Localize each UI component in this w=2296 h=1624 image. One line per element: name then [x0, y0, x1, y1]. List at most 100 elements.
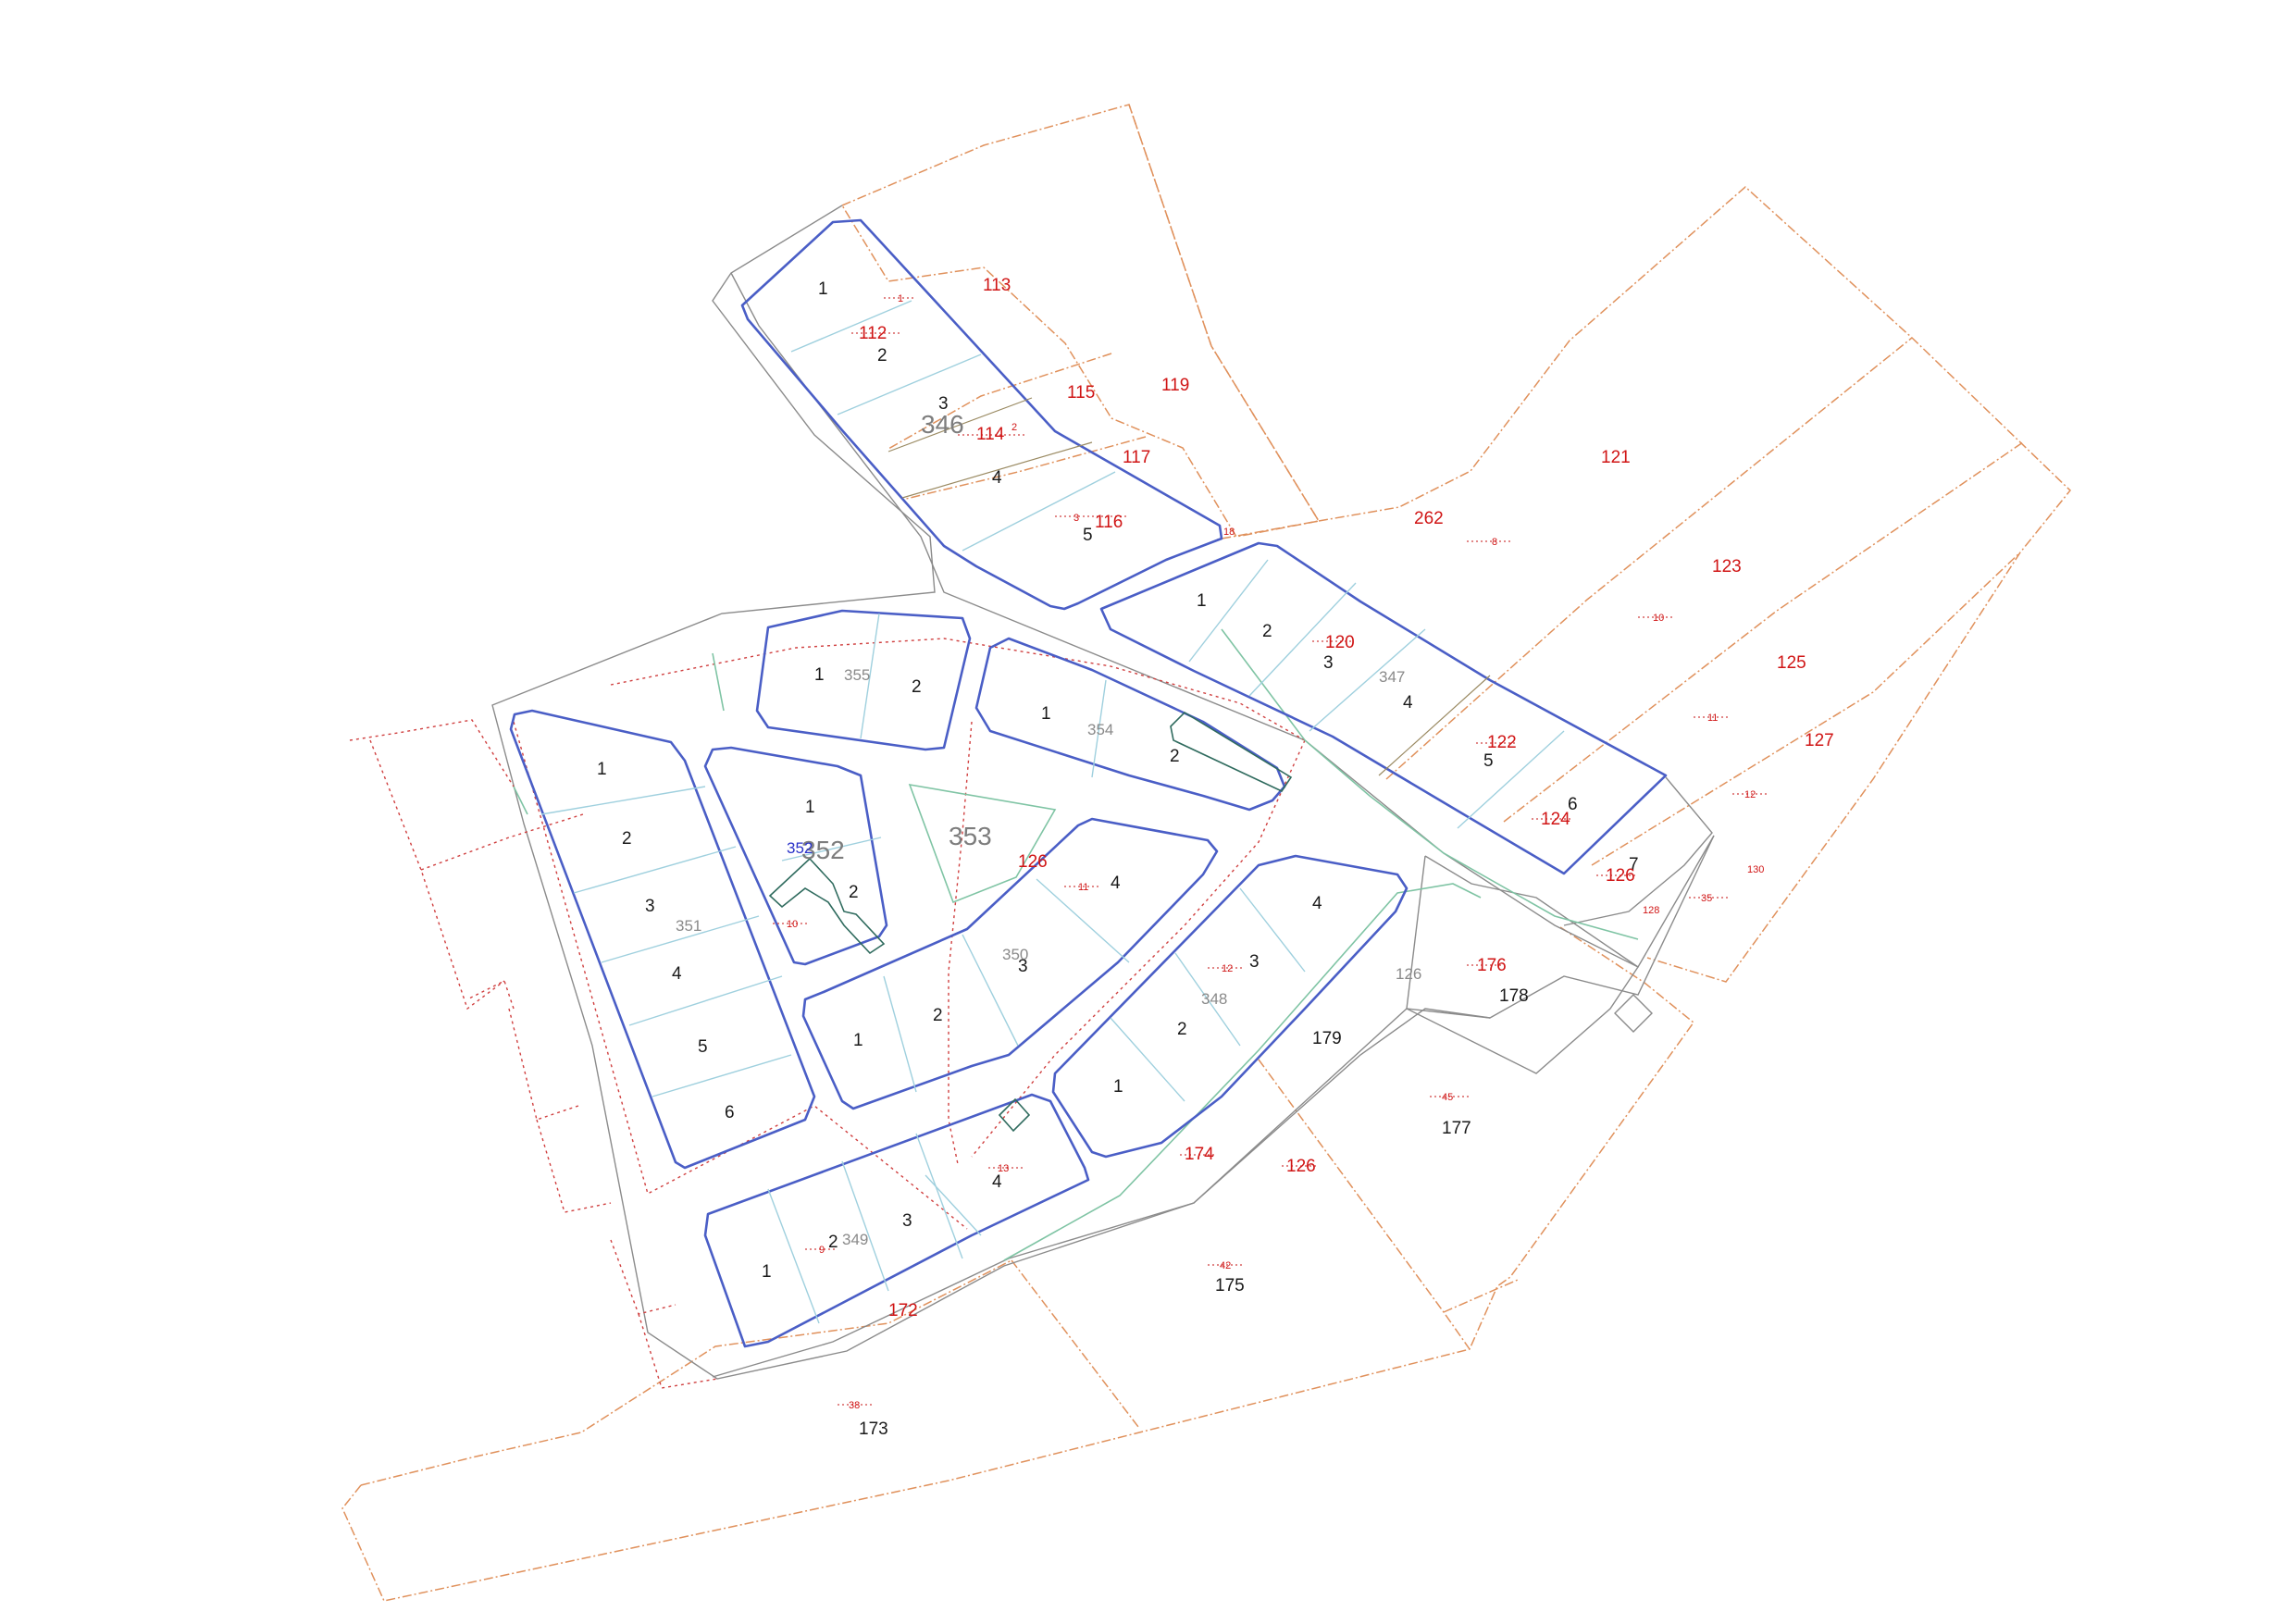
parcel-173-north [360, 1259, 1012, 1486]
point-label: 12 [1222, 963, 1233, 974]
dotted-west-7 [638, 1313, 718, 1389]
lot-label: 2 [622, 829, 632, 849]
lot-label: 5 [1483, 751, 1494, 771]
point-label: 18 [1223, 527, 1235, 538]
lot-label: 4 [1403, 693, 1413, 713]
parcel-label-small: 130 [1747, 864, 1764, 875]
lot-label: 2 [828, 1233, 838, 1252]
block-id-label: 351 [676, 917, 701, 935]
lot-347-1-2 [1188, 559, 1269, 663]
point-label: 45 [1442, 1092, 1453, 1103]
block-id-label: 348 [1201, 990, 1227, 1008]
parcel-115-line [887, 353, 1112, 450]
green-line-west-2 [513, 786, 528, 815]
road-edge-347-east [1563, 776, 1713, 926]
green-line-south [1003, 883, 1482, 1261]
lot-351-5-6 [652, 1054, 792, 1097]
lot-label: 2 [1177, 1020, 1187, 1039]
parcel-label-small: 128 [1643, 905, 1659, 916]
parcel-label-black: 173 [859, 1419, 888, 1439]
parcel-label: 174 [1185, 1145, 1214, 1164]
parcel-label: 114 [976, 425, 1005, 444]
building-354 [1170, 711, 1293, 793]
lot-350-2-3 [962, 934, 1019, 1047]
lot-349-2-3 [841, 1160, 889, 1292]
block-352 [703, 746, 888, 966]
parcel-label: 126 [1018, 852, 1048, 872]
leader-marks [773, 297, 1768, 1406]
lot-label: 2 [1262, 622, 1272, 641]
building-352 [768, 857, 886, 955]
parcel-label-gray: 126 [1396, 965, 1421, 983]
lot-label: 1 [762, 1262, 772, 1282]
lot-346-3-4 [887, 397, 1033, 452]
lot-label: 4 [992, 1172, 1002, 1192]
lot-348-3-4 [1239, 887, 1306, 973]
block-350 [801, 817, 1219, 1110]
block-347 [1099, 541, 1668, 875]
parcel-121-boundary [1318, 185, 2072, 983]
lot-label: 2 [1170, 747, 1180, 766]
block-348 [1051, 854, 1409, 1159]
parcel-175-line [1011, 1259, 1139, 1428]
block-id-label: 353 [949, 822, 992, 850]
parcel-label: 126 [1606, 866, 1635, 886]
green-area-353 [908, 783, 1057, 904]
block-id-label: 346 [921, 410, 964, 439]
lot-349-4 [925, 1174, 982, 1236]
parcel-label: 121 [1601, 448, 1631, 467]
parcel-label: 176 [1477, 956, 1507, 975]
lot-346-1-2 [790, 300, 912, 353]
dotted-west-1 [349, 719, 515, 787]
block-id-label: 354 [1087, 721, 1113, 738]
point-label: 38 [849, 1400, 860, 1411]
parcel-label: 124 [1541, 810, 1570, 829]
lot-label: 1 [1113, 1077, 1123, 1097]
dotted-west-5 [536, 1119, 612, 1213]
block-354 [974, 637, 1286, 812]
block-id-label: 350 [1002, 946, 1028, 963]
lot-dividers [540, 300, 1565, 1324]
point-label: 1 [898, 293, 903, 304]
block-id-label-blue: 352 [787, 839, 813, 857]
green-line-347 [1221, 628, 1639, 940]
lot-label: 4 [1111, 874, 1121, 893]
lot-label: 3 [902, 1211, 912, 1231]
lot-350-3-4 [1036, 878, 1130, 963]
lot-351-2-3 [573, 846, 737, 894]
lot-349-1-2 [767, 1188, 820, 1324]
parcel-label-black: 177 [1442, 1119, 1471, 1138]
parcel-label: 119 [1161, 376, 1189, 395]
dotted-west-dash [420, 813, 584, 871]
point-label: 13 [998, 1163, 1009, 1174]
lot-label: 4 [992, 468, 1002, 488]
lot-347-5-6 [1457, 730, 1565, 829]
blocks [509, 218, 1668, 1348]
point-label: 42 [1220, 1260, 1231, 1271]
lot-347-4-5 [1378, 675, 1491, 776]
parcel-label-black: 179 [1312, 1029, 1342, 1048]
parcel-label: 172 [888, 1301, 918, 1320]
lot-355-1-2 [860, 613, 880, 739]
lot-label: 3 [1323, 653, 1334, 673]
red-dotted-boundaries [349, 638, 1306, 1389]
block-id-label: 355 [844, 666, 870, 684]
parcel-125-line [1503, 441, 2024, 823]
lot-label: 1 [1041, 704, 1051, 724]
parcel-label: 120 [1325, 633, 1355, 652]
parcel-boundaries [341, 104, 2072, 1602]
lot-352-1-2 [781, 837, 882, 862]
block-355 [755, 609, 972, 751]
parcel-label-black: 175 [1215, 1276, 1245, 1295]
parcel-label: 123 [1712, 557, 1742, 576]
parcel-113-boundary [840, 104, 1321, 538]
point-label: 10 [787, 919, 798, 930]
lot-350-1-2 [883, 975, 917, 1093]
green-line-west [712, 652, 725, 712]
lot-label: 1 [818, 279, 828, 299]
parcel-127-line [1591, 552, 2021, 866]
lot-label: 3 [938, 394, 949, 414]
parcel-label: 122 [1487, 733, 1517, 752]
green-features [513, 628, 1639, 1261]
